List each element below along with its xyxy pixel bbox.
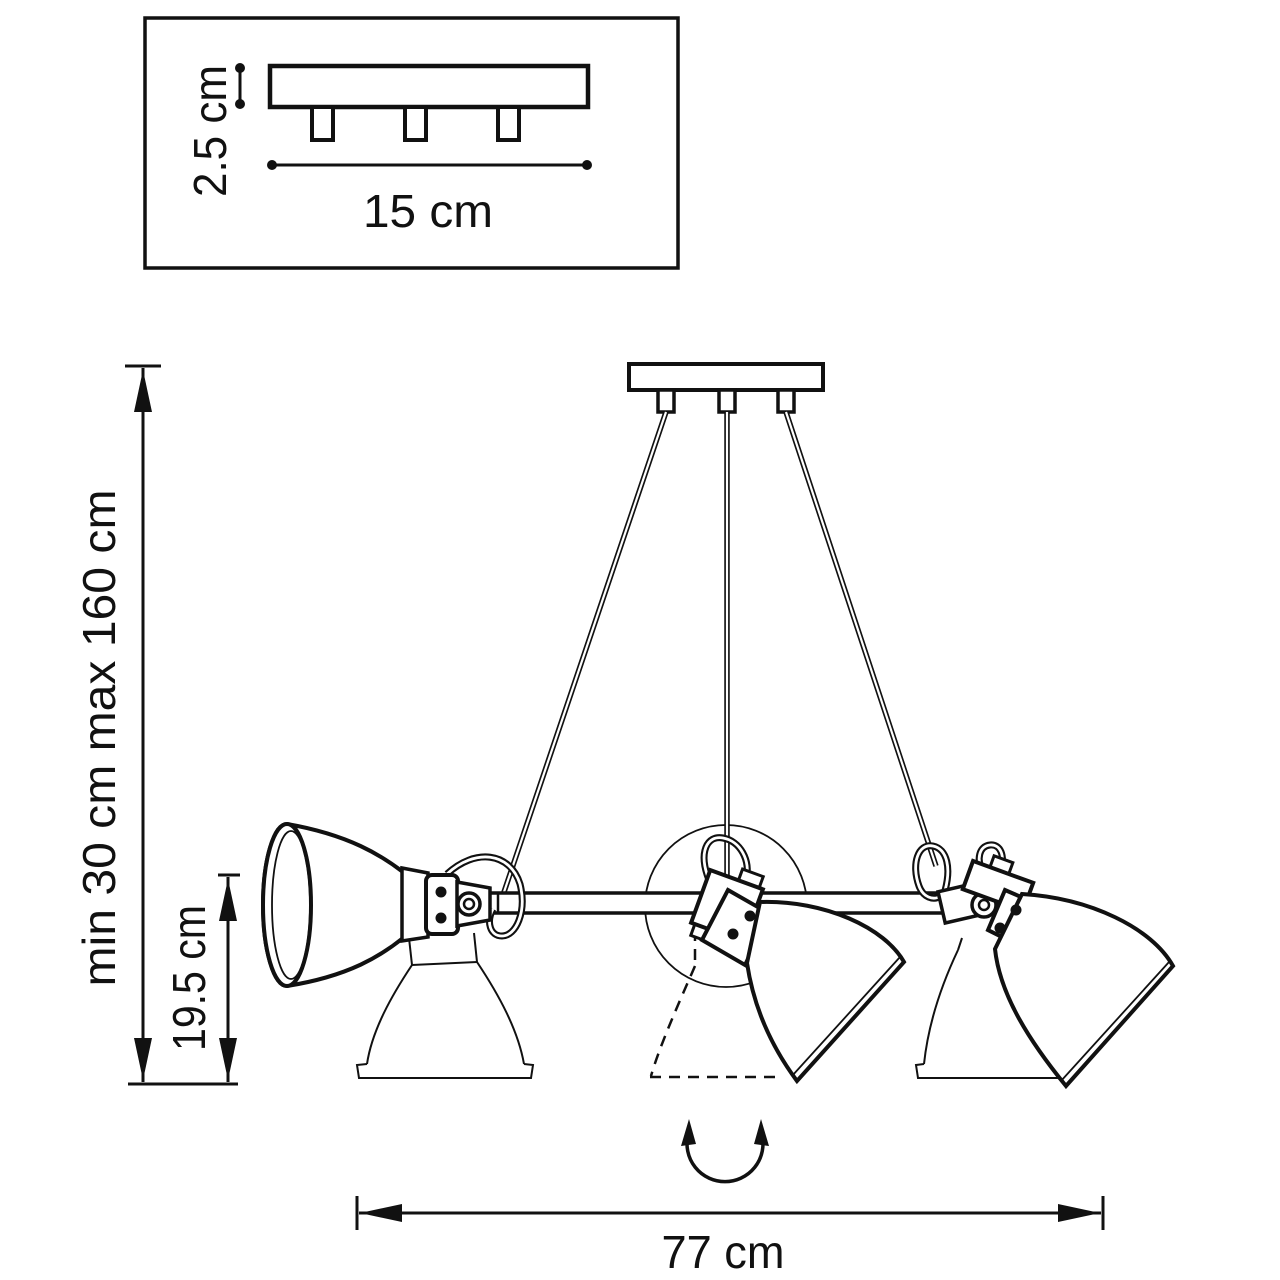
arrow-right-icon [1058, 1204, 1100, 1222]
suspension-cable-left [500, 411, 669, 896]
suspension-cable-right [783, 411, 939, 867]
right-screw-bottom [994, 922, 1006, 934]
center-screw-bottom [727, 928, 739, 940]
left-screw-top [435, 886, 447, 898]
left-shade-cap [400, 865, 430, 944]
left-screw-bottom [435, 912, 447, 924]
arrow-left-icon [360, 1204, 402, 1222]
canopy-height-dimension: 2.5 cm [184, 63, 245, 197]
lamp-head-right [935, 853, 1176, 1090]
head-height-dimension: 19.5 cm [163, 873, 240, 1082]
lamp-head-left [261, 821, 492, 989]
lamp-head-center [688, 867, 907, 1085]
canopy-side-view [267, 63, 591, 142]
canopy-height-label: 2.5 cm [184, 65, 236, 197]
left-mount-block [424, 873, 460, 936]
wire-loop-center [700, 834, 751, 882]
right-shade [992, 891, 1176, 1090]
alternate-position-left-shade [355, 932, 535, 1079]
suspension-height-label: min 30 cm max 160 cm [73, 490, 125, 987]
arrow-up-icon [219, 879, 237, 921]
center-screw-top [744, 910, 756, 922]
wire-loop-left [444, 853, 526, 940]
arrow-down-icon [134, 1038, 152, 1080]
canopy-width-dimension: 15 cm [267, 160, 592, 237]
suspension-height-dimension: min 30 cm max 160 cm [73, 364, 161, 1082]
arrow-down-icon [219, 1038, 237, 1080]
right-screw-top [1010, 904, 1022, 916]
ceiling-plate [627, 362, 825, 414]
canopy-width-label: 15 cm [363, 185, 493, 237]
canopy-detail-inset: 2.5 cm 15 cm [143, 16, 680, 270]
head-height-label: 19.5 cm [163, 905, 215, 1051]
inset-border [143, 16, 680, 270]
left-pivot [456, 891, 482, 917]
fixture-width-label: 77 cm [662, 1226, 785, 1278]
wire-loop-right-outer [912, 842, 952, 902]
arrow-up-icon [134, 370, 152, 412]
center-shade [744, 899, 907, 1085]
fixture-width-dimension: 77 cm [355, 1196, 1105, 1278]
rotation-arrows-icon [681, 1119, 769, 1184]
